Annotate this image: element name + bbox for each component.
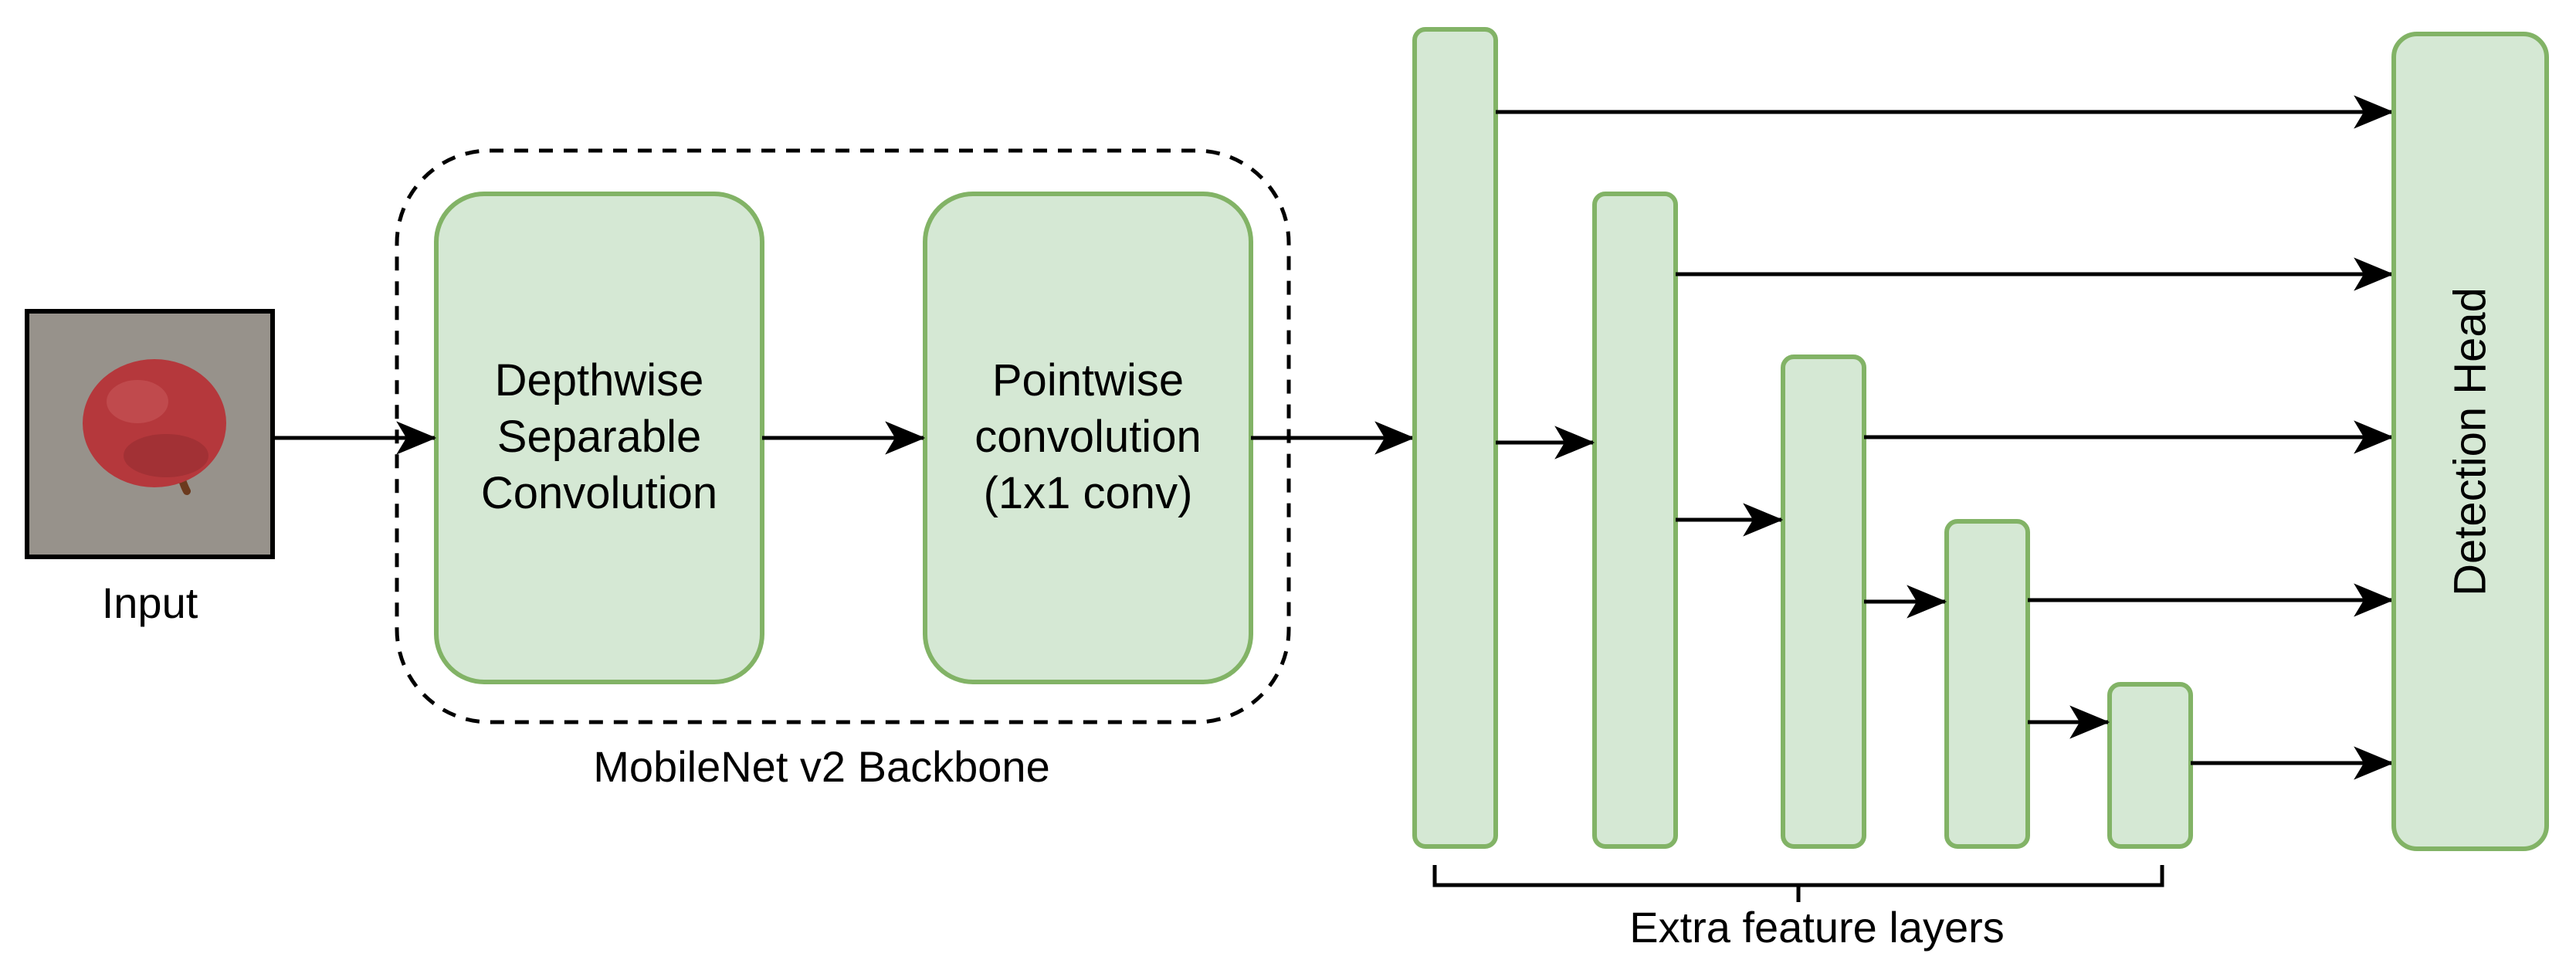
feature-layers-label: Extra feature layers: [1629, 903, 2005, 952]
backbone-label: MobileNet v2 Backbone: [593, 742, 1049, 791]
pointwise-conv-block: Pointwise convolution (1x1 conv): [923, 192, 1253, 684]
feature-layer-2: [1592, 192, 1678, 849]
feature-layer-5: [2107, 682, 2193, 849]
feature-chain-arrows: [1496, 426, 2110, 739]
depthwise-line-1: Depthwise: [495, 355, 704, 405]
pointwise-line-1: Pointwise: [992, 355, 1184, 405]
depthwise-line-2: Separable: [497, 412, 701, 462]
pointwise-line-2: convolution: [974, 412, 1201, 462]
input-image: [25, 309, 275, 559]
feature-layer-3: [1781, 355, 1866, 849]
feature-layers-bracket: [1432, 865, 2164, 902]
input-label: Input: [102, 578, 198, 627]
pointwise-line-3: (1x1 conv): [984, 468, 1193, 518]
detection-head-label: Detection Head: [2446, 287, 2496, 596]
feature-layer-4: [1944, 519, 2030, 849]
depthwise-separable-conv-block: Depthwise Separable Convolution: [434, 192, 764, 684]
detection-head-block: Detection Head: [2391, 32, 2549, 851]
apple-photo-icon: [83, 359, 226, 495]
depthwise-line-3: Convolution: [481, 468, 717, 518]
head-arrows: [1496, 95, 2395, 780]
feature-layer-1: [1412, 27, 1498, 849]
feature-layers: [1412, 27, 2193, 849]
